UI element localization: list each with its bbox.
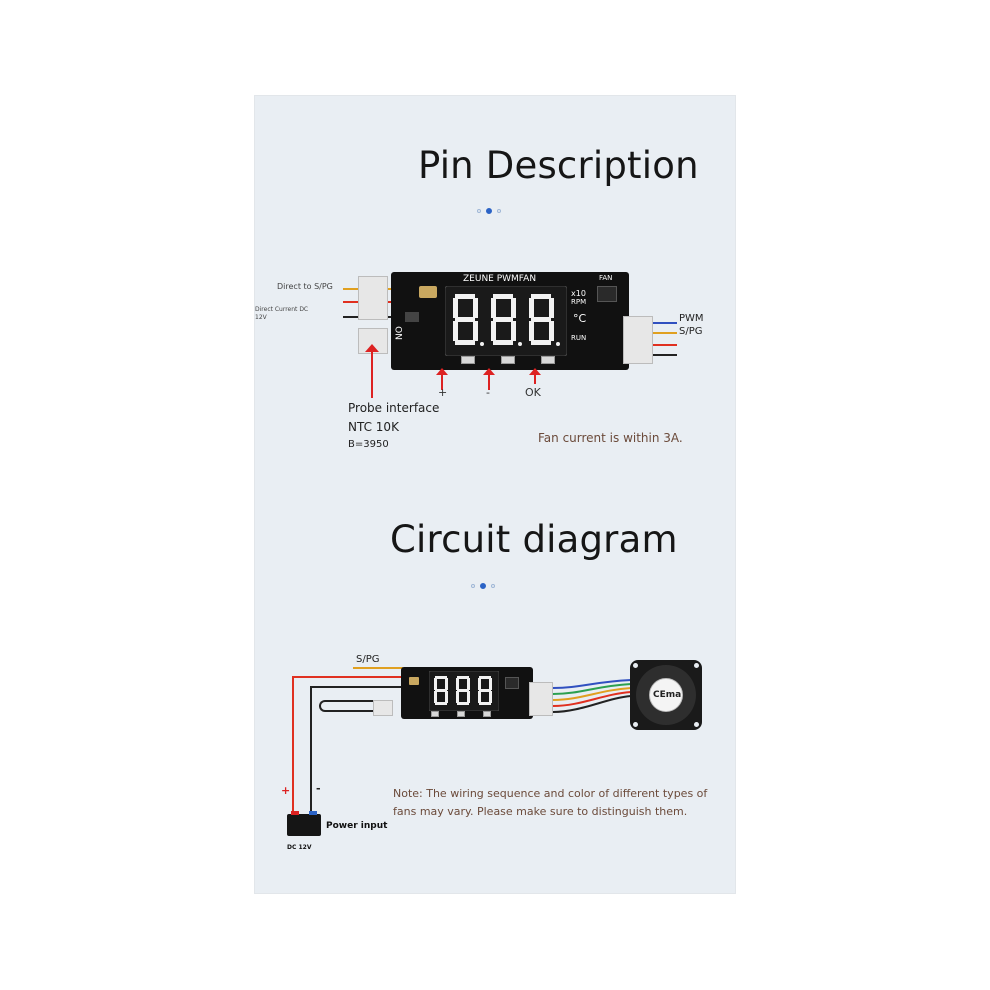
- fan-screw-hole: [694, 722, 699, 727]
- wire-black-2: [310, 686, 402, 688]
- wire-spg-2: [353, 667, 403, 669]
- power-input-label: Power input: [326, 821, 388, 831]
- board-no-mark: NO: [395, 326, 405, 340]
- label-plus: +: [438, 386, 448, 399]
- note-line-2: fans may vary. Please make sure to disti…: [393, 805, 688, 818]
- wire-ground: [653, 354, 677, 356]
- board-label: ZEUNE PWMFAN: [463, 274, 537, 284]
- plus-arrow-head: [436, 368, 448, 375]
- board-fan-mark: FAN: [599, 274, 613, 282]
- wire-pwm: [653, 322, 677, 324]
- ok-button-2[interactable]: [483, 711, 491, 717]
- board-celsius-mark: °C: [573, 312, 587, 325]
- probe-connector-2: [373, 700, 393, 716]
- component-ic: [597, 286, 617, 302]
- carousel-dot-active[interactable]: [486, 208, 492, 214]
- component-inductor-2: [409, 677, 419, 685]
- seven-segment-display-2: [429, 671, 499, 711]
- carousel-dot[interactable]: [497, 209, 501, 213]
- fan-connector: [623, 316, 653, 364]
- dc-12v-label: DC 12V: [287, 844, 312, 851]
- power-connector: [358, 276, 388, 320]
- component-inductor: [419, 286, 437, 298]
- carousel-dot[interactable]: [471, 584, 475, 588]
- ntc-probe-cable: [319, 700, 375, 712]
- controller-board-2: [401, 667, 533, 719]
- label-ok: OK: [525, 386, 541, 399]
- label-minus-2: -: [316, 782, 321, 795]
- carousel-dots-2[interactable]: [471, 583, 495, 589]
- label-spg: S/PG: [679, 326, 703, 337]
- plus-button[interactable]: [461, 356, 475, 364]
- minus-button-2[interactable]: [457, 711, 465, 717]
- label-12v: 12V: [255, 314, 267, 321]
- ok-arrow-head: [529, 368, 541, 375]
- label-minus: -: [486, 386, 490, 399]
- fan-hub-sticker: CEma: [649, 678, 683, 712]
- fan-cable: [552, 679, 632, 713]
- fan-current-note: Fan current is within 3A.: [538, 431, 683, 445]
- fan-screw-hole: [633, 722, 638, 727]
- minus-button[interactable]: [501, 356, 515, 364]
- fan-brand: CEma: [653, 690, 682, 700]
- carousel-dots[interactable]: [477, 208, 501, 214]
- probe-arrow: [371, 348, 373, 398]
- wire-spg: [653, 332, 677, 334]
- battery-positive-terminal: [291, 811, 299, 815]
- board-x10-mark: x10: [571, 289, 586, 298]
- fan-connector-2: [529, 682, 553, 716]
- board-rpm-mark: RPM: [571, 298, 587, 306]
- fan-screw-hole: [694, 663, 699, 668]
- label-direct-to-spg: Direct to S/PG: [277, 282, 333, 291]
- label-pwm: PWM: [679, 313, 704, 324]
- probe-connector: [358, 328, 388, 354]
- pin-description-title: Pin Description: [418, 144, 699, 187]
- carousel-dot-active[interactable]: [480, 583, 486, 589]
- ok-button[interactable]: [541, 356, 555, 364]
- component-chip: [405, 312, 419, 322]
- product-panel: Pin Description Direct to S/PG Direct Cu…: [255, 96, 735, 893]
- component-ic-2: [505, 677, 519, 689]
- minus-arrow-head: [483, 368, 495, 375]
- wire-power: [653, 344, 677, 346]
- probe-arrow-head: [365, 344, 379, 352]
- circuit-diagram-title: Circuit diagram: [390, 518, 678, 561]
- note-line-1: Note: The wiring sequence and color of d…: [393, 787, 708, 800]
- digit-3: [529, 294, 554, 345]
- plus-arrow: [441, 372, 443, 390]
- seven-segment-display: [445, 286, 567, 356]
- battery-negative-terminal: [309, 811, 317, 815]
- label-direct-current: Direct Current DC: [255, 306, 309, 313]
- carousel-dot[interactable]: [477, 209, 481, 213]
- wire-red-2: [292, 676, 402, 678]
- battery-icon: [287, 811, 321, 836]
- board-run-mark: RUN: [571, 334, 587, 342]
- digit-2: [491, 294, 516, 345]
- controller-board: ZEUNE PWMFAN FAN NO x10: [391, 272, 629, 370]
- probe-line-3: B=3950: [348, 439, 389, 450]
- label-spg-2: S/PG: [356, 654, 380, 665]
- digit-1: [453, 294, 478, 345]
- wire-red-vertical: [292, 676, 294, 816]
- carousel-dot[interactable]: [491, 584, 495, 588]
- minus-arrow: [488, 372, 490, 390]
- plus-button-2[interactable]: [431, 711, 439, 717]
- fan-screw-hole: [633, 663, 638, 668]
- wire-black-vertical: [310, 686, 312, 816]
- cooling-fan: CEma: [630, 660, 702, 730]
- label-plus-2: +: [281, 784, 291, 797]
- probe-line-1: Probe interface: [348, 401, 440, 415]
- ok-arrow: [534, 372, 536, 384]
- probe-line-2: NTC 10K: [348, 420, 399, 434]
